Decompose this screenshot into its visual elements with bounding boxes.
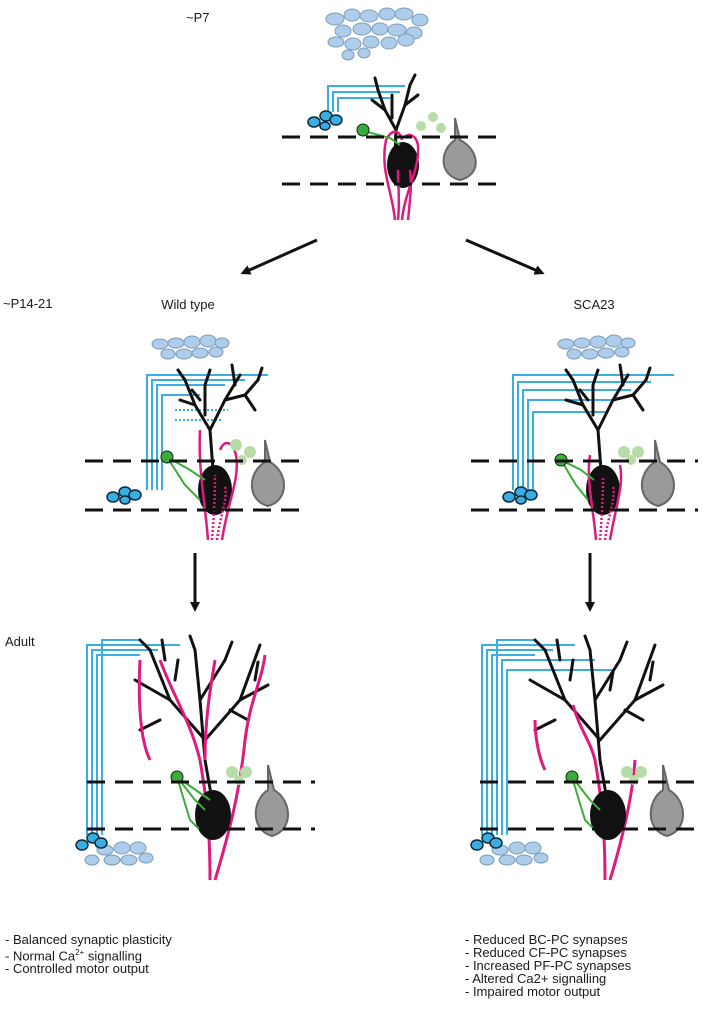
adult-sca23-layer-boundaries — [480, 780, 703, 831]
p14-sca23-layer-boundaries — [471, 459, 698, 512]
p14-wt-basket-cells — [106, 486, 142, 505]
adult-sca23-panel — [470, 634, 703, 881]
sca23-title: SCA23 — [573, 297, 615, 312]
sca23-note-4: - Altered Ca2+ signalling — [465, 971, 607, 986]
p14-wt-glia — [230, 439, 285, 508]
sca23-note-1: - Reduced BC-PC synapses — [465, 932, 628, 947]
sca23-note-3: - Increased PF-PC synapses — [465, 958, 632, 973]
sca23-note-5: - Impaired motor output — [465, 984, 601, 999]
adult-sca23-purkinje-dendrites — [528, 634, 665, 802]
p14-sca23-granule-cells — [557, 334, 636, 360]
adult-sca23-mossy-fiber — [565, 770, 601, 831]
adult-wild-type-panel — [75, 634, 315, 881]
adult-sca23-basket-axons — [481, 639, 615, 835]
stage-label-p7: ~P7 — [186, 10, 210, 25]
p7-layer-boundaries — [282, 135, 500, 186]
p14-wt-purkinje-dendrites — [176, 363, 264, 472]
wild-type-note-2-main: - Normal Ca — [5, 948, 76, 964]
ca-superscript: 2+ — [75, 948, 85, 957]
p14-wt-granule-cells — [151, 334, 230, 360]
arrow-to-wild-type — [240, 238, 318, 275]
adult-wt-basket-axons — [86, 639, 180, 835]
wild-type-note-3: - Controlled motor output — [5, 961, 149, 977]
adult-sca23-granule-cells — [479, 841, 549, 866]
arrow-to-sca23 — [465, 238, 545, 275]
p14-sca23-climbing-fibers — [587, 454, 623, 541]
p7-purkinje-soma — [387, 142, 419, 188]
p7-basket-cells — [307, 110, 343, 131]
sca23-note-2: - Reduced CF-PC synapses — [465, 945, 627, 960]
sca23-notes: - Reduced BC-PC synapses - Reduced CF-PC… — [465, 933, 631, 998]
p7-climbing-fibers — [383, 130, 420, 221]
stage-label-adult: Adult — [5, 634, 35, 649]
adult-sca23-purkinje-soma — [590, 790, 626, 840]
p14-sca23-basket-cells — [502, 486, 538, 505]
p14-wild-type-panel — [85, 334, 305, 541]
adult-wt-purkinje-soma — [195, 790, 231, 840]
adult-wt-purkinje-dendrites — [133, 634, 270, 802]
adult-wt-basket-cells — [75, 832, 108, 851]
p7-glia — [416, 112, 477, 182]
adult-sca23-basket-cells — [470, 832, 503, 851]
p14-wt-basket-axons — [146, 374, 268, 490]
wild-type-note-2: - Normal Ca2+ signalling — [5, 946, 172, 962]
wild-type-note-2-suffix: signalling — [84, 948, 143, 964]
stage-label-p14-21: ~P14-21 — [3, 296, 53, 311]
wild-type-note-1: - Balanced synaptic plasticity — [5, 932, 172, 947]
adult-wt-granule-cells — [84, 841, 154, 866]
p14-wt-layer-boundaries — [85, 459, 305, 512]
adult-wt-layer-boundaries — [87, 780, 315, 831]
wild-type-title: Wild type — [161, 297, 215, 312]
wild-type-notes: - Balanced synaptic plasticity - Normal … — [5, 933, 172, 975]
p7-mossy-fiber — [356, 123, 401, 146]
p14-wt-climbing-fibers — [198, 429, 238, 541]
p7-granule-cells — [325, 7, 429, 61]
p14-sca23-glia — [618, 439, 675, 508]
p7-purkinje-cell — [370, 73, 420, 162]
p14-sca23-panel — [471, 334, 698, 541]
p14-sca23-purkinje-dendrites — [564, 363, 652, 472]
p7-panel — [282, 7, 500, 221]
